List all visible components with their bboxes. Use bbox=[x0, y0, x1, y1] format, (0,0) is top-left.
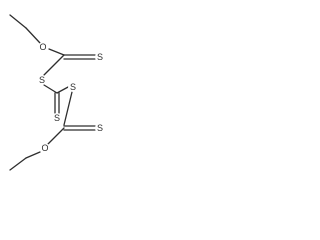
bond-c-s-top bbox=[43, 54, 65, 76]
atom-label-sulfur-thione-center: S bbox=[54, 113, 60, 123]
atom-oxygen-top: O bbox=[38, 42, 48, 52]
atom-sulfur-thione-bottom: S bbox=[95, 123, 105, 133]
chemical-structure-diagram: O S S S S S O bbox=[9, 14, 105, 171]
bond-ch3-ch2-top bbox=[9, 14, 27, 29]
atom-label-sulfur-thione-bottom: S bbox=[97, 123, 103, 133]
bond-s-c-bottom bbox=[63, 91, 73, 126]
atom-label-sulfur-bridge-left: S bbox=[39, 75, 45, 85]
bond-o-c-top bbox=[48, 48, 65, 56]
atom-sulfur-thione-top: S bbox=[95, 52, 105, 62]
bond-ch2-ch3-bottom bbox=[9, 157, 27, 171]
atom-oxygen-bottom: O bbox=[40, 143, 50, 153]
atom-sulfur-bridge-right: S bbox=[68, 82, 78, 92]
atom-label-oxygen-top: O bbox=[39, 42, 46, 52]
atom-label-oxygen-bottom: O bbox=[41, 143, 48, 153]
bond-ch2-o-top bbox=[25, 27, 41, 44]
bond-o-ch2-bottom bbox=[25, 151, 41, 159]
bond-s-ccentral-left bbox=[43, 84, 58, 94]
atom-label-sulfur-bridge-right: S bbox=[70, 82, 76, 92]
bond-ccentral-s-right bbox=[56, 85, 71, 94]
atom-sulfur-bridge-left: S bbox=[37, 75, 47, 85]
atom-label-sulfur-thione-top: S bbox=[97, 52, 103, 62]
atom-labels: O S S S S S O bbox=[37, 42, 105, 153]
atom-sulfur-thione-center: S bbox=[52, 113, 62, 123]
bonds bbox=[9, 14, 96, 171]
bond-c-o-bottom bbox=[47, 127, 65, 145]
